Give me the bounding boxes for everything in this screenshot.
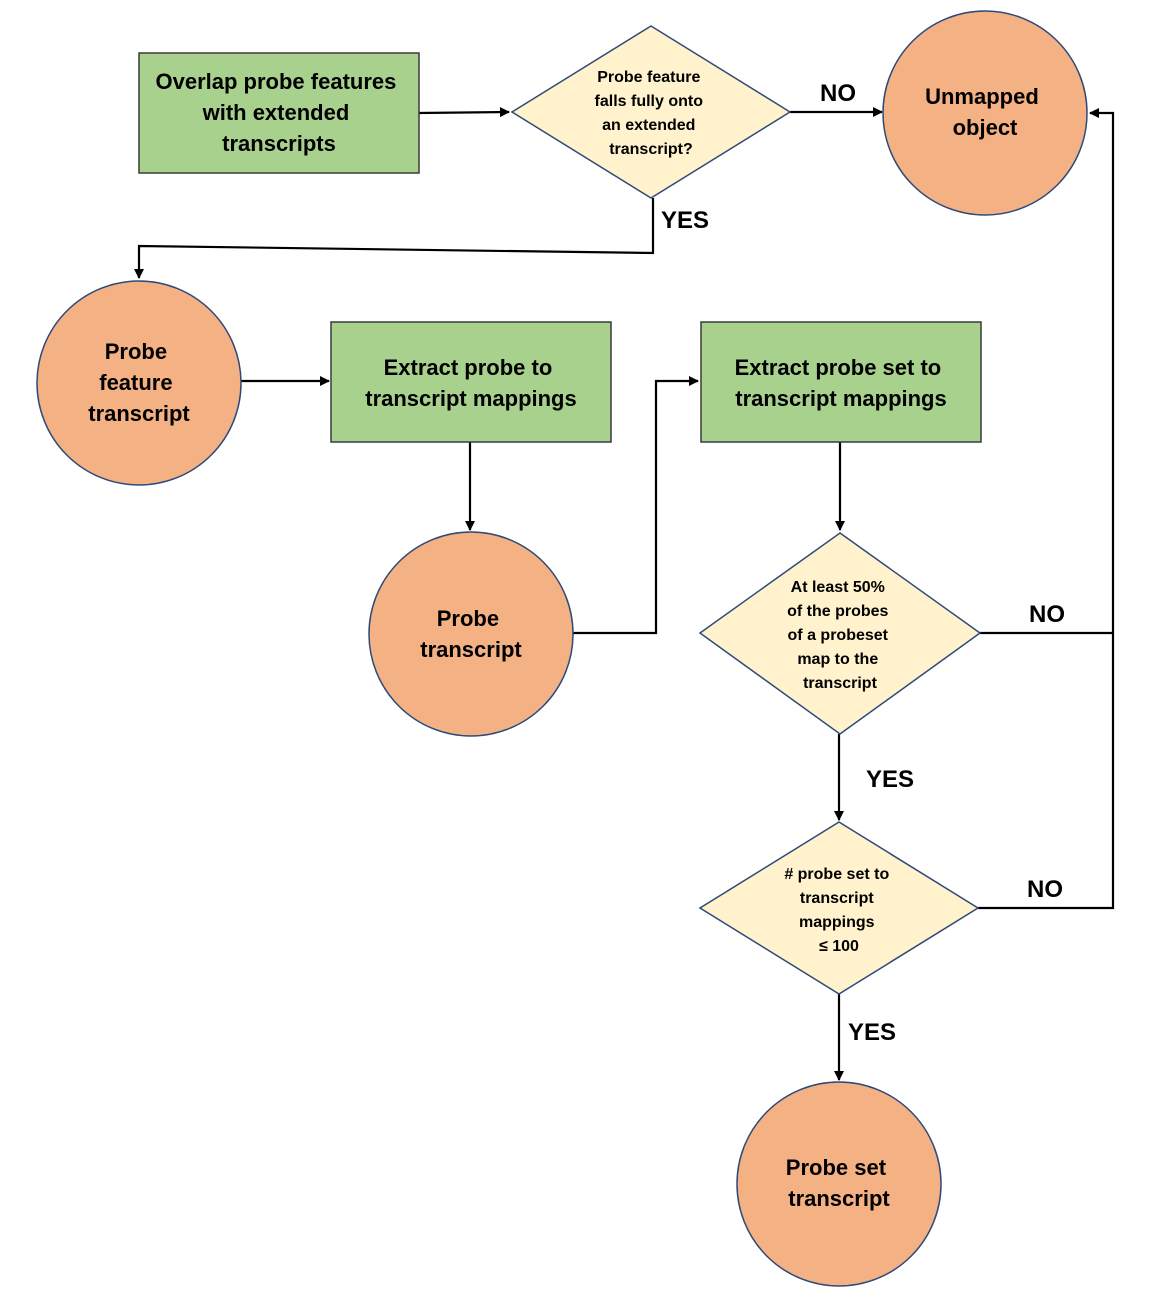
probe-transcript-line-1: Probe [437,606,499,631]
arrow-decision-yes-to-probe-feature [134,198,655,279]
extract-probe-set-line-1: Extract probe set to [735,355,942,380]
decision-50-text: At least 50% of the probes of a probeset… [787,579,893,692]
connectors [134,107,1115,1081]
decision-falls-line-4: transcript? [609,141,693,158]
arrow-right-return-to-unmapped [1089,108,1115,735]
decision-falls-text: Probe feature falls fully onto an extend… [595,69,708,158]
edge-label-yes-top: YES [661,207,709,234]
line-decision-100-no [978,735,1115,910]
extract-probe-line-2: transcript mappings [365,386,576,411]
edge-label-yes-bottom: YES [848,1019,896,1046]
extract-probe-line-1: Extract probe to [384,355,553,380]
overlap-probe-features-text: Overlap probe features with extended tra… [156,69,403,156]
extract-probe-set-line-2: transcript mappings [735,386,946,411]
probe-transcript-text: Probe transcript [420,606,522,662]
probe-transcript-line-2: transcript [420,637,522,662]
decision-falls-line-1: Probe feature [597,69,700,86]
probe-set-line-2: transcript [788,1186,890,1211]
arrow-probe-transcript-to-extract-set [573,376,699,635]
decision-50-line-4: map to the [797,651,878,668]
decision-100-line-2: transcript [800,890,874,907]
probe-feature-line-1: Probe [105,339,167,364]
edge-label-yes-mid: YES [866,766,914,793]
overlap-line-2: with extended [202,100,350,125]
decision-50-line-3: of a probeset [788,627,889,644]
edge-label-no-mid: NO [1029,601,1065,628]
probe-transcript-circle [368,531,574,737]
unmapped-line-2: object [953,115,1018,140]
probe-feature-transcript-circle [36,280,242,486]
extract-probe-set-box [700,321,982,443]
decision-falls-line-2: falls fully onto [595,93,704,110]
decision-100-text: # probe set to transcript mappings ≤ 100 [784,866,893,955]
probe-feature-line-2: feature [99,370,172,395]
decision-100-line-4: ≤ 100 [819,938,859,955]
decision-falls-line-3: an extended [602,117,695,134]
probe-set-transcript-text: Probe set transcript [786,1155,892,1211]
edge-label-no-top: NO [820,80,856,107]
extract-probe-set-text: Extract probe set to transcript mappings [735,355,948,411]
extract-probe-text: Extract probe to transcript mappings [365,355,576,411]
extract-probe-box [330,321,612,443]
overlap-line-3: transcripts [222,131,336,156]
decision-50-line-1: At least 50% [791,579,885,596]
edge-label-no-bottom: NO [1027,876,1063,903]
decision-50-line-2: of the probes [787,603,888,620]
overlap-line-1: Overlap probe features [156,69,397,94]
probe-feature-line-3: transcript [88,401,190,426]
unmapped-line-1: Unmapped [925,84,1039,109]
decision-100-line-3: mappings [799,914,875,931]
unmapped-object-text: Unmapped object [925,84,1045,140]
decision-50-line-5: transcript [803,675,877,692]
arrow-overlap-to-decision [418,107,510,118]
probe-feature-transcript-text: Probe feature transcript [88,339,190,426]
probe-set-transcript-circle [736,1081,942,1287]
decision-falls-diamond [510,25,792,199]
probe-set-line-1: Probe set [786,1155,887,1180]
unmapped-object-circle [882,10,1088,216]
decision-100-line-1: # probe set to [784,866,889,883]
overlap-probe-features-box [138,52,420,174]
decision-100-diamond [698,821,980,995]
decision-50-diamond [698,532,982,735]
